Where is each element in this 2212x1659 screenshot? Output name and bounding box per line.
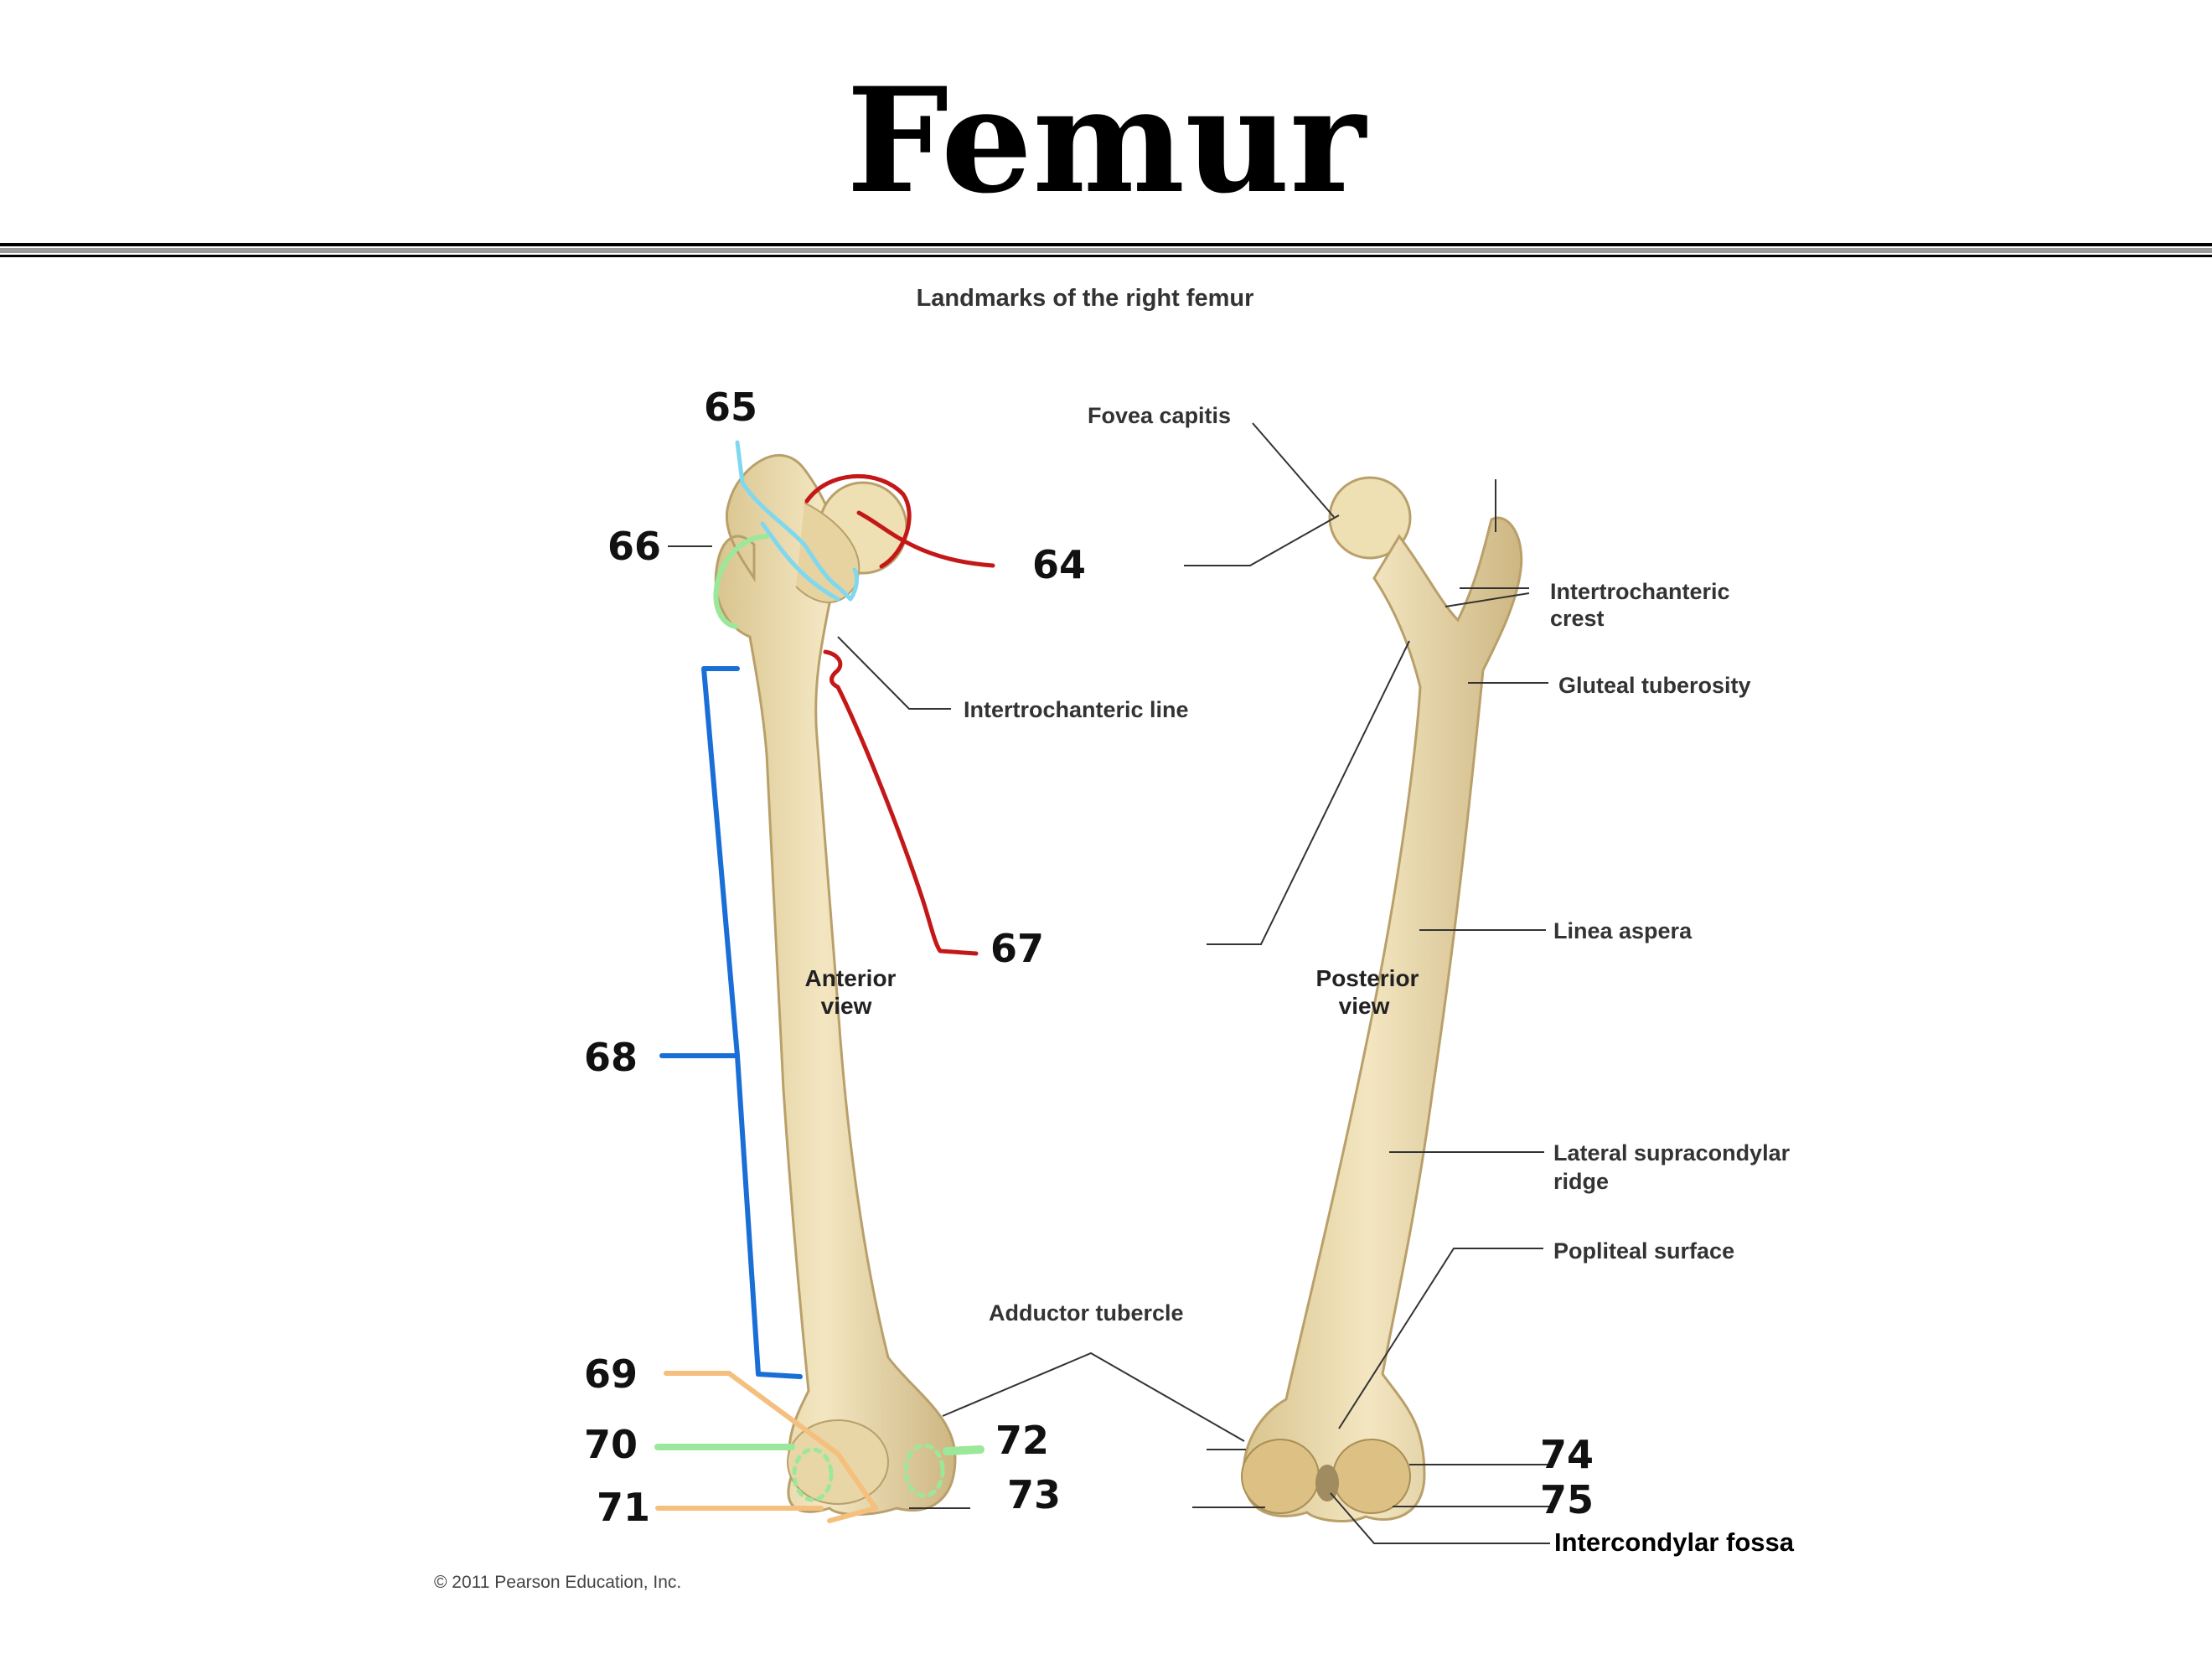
handwritten-numbers: 65 66 64 67 68 69 70 71 72 73 74 75 [584,385,1594,1530]
anterior-femur-bone [714,453,957,1516]
number-65: 65 [704,385,757,430]
number-72: 72 [995,1418,1049,1463]
number-71: 71 [597,1485,650,1530]
label-lateral-supracondylar-ridge-2: ridge [1553,1169,1609,1194]
posterior-femur-bone [1241,476,1523,1522]
title-divider-bottom [0,255,2212,257]
fovea-capitis-leader [1252,422,1335,518]
number-66: 66 [607,524,661,569]
title-divider-gray [0,248,2212,253]
number-74: 74 [1540,1432,1594,1477]
label-intercondylar-fossa: Intercondylar fossa [1554,1527,1795,1557]
title-divider [0,243,2212,246]
annotation-marks [654,440,995,1523]
popliteal-surface-leader [1338,1248,1543,1429]
number-73: 73 [1007,1472,1061,1517]
number-70: 70 [584,1422,638,1467]
label-intertrochanteric-crest-2: crest [1550,606,1605,631]
label-intertrochanteric-crest-1: Intertrochanteric [1550,579,1730,604]
head-blank-leader [1184,514,1340,566]
number-64: 64 [1032,542,1086,587]
anterior-view-label-1: Anterior [805,965,897,991]
page-title: Femur [846,55,1366,225]
number-68: 68 [584,1035,638,1080]
label-fovea-capitis: Fovea capitis [1088,403,1231,428]
label-lateral-supracondylar-ridge-1: Lateral supracondylar [1553,1140,1791,1165]
number-67: 67 [990,926,1044,971]
adductor-tubercle-leader [942,1351,1245,1442]
label-gluteal-tuberosity: Gluteal tuberosity [1558,673,1751,698]
label-intertrochanteric-line: Intertrochanteric line [964,697,1189,722]
figure-subtitle: Landmarks of the right femur [916,285,1254,312]
label-adductor-tubercle: Adductor tubercle [989,1300,1184,1326]
number-75: 75 [1540,1477,1594,1522]
intertrochanteric-line-leader [837,636,951,710]
posterior-view-label-1: Posterior [1316,965,1419,991]
intertrochanteric-crest-leader [1445,587,1530,607]
label-linea-aspera: Linea aspera [1553,918,1693,943]
intercondylar-fossa-leader [1330,1492,1550,1544]
leader-lines [668,422,1550,1544]
number-69: 69 [584,1351,638,1397]
gluteal-blank-leader [1207,640,1410,945]
posterior-view-label-2: view [1339,993,1390,1019]
copyright-notice: © 2011 Pearson Education, Inc. [434,1573,682,1592]
anterior-view-label-2: view [821,993,872,1019]
label-popliteal-surface: Popliteal surface [1553,1238,1734,1264]
